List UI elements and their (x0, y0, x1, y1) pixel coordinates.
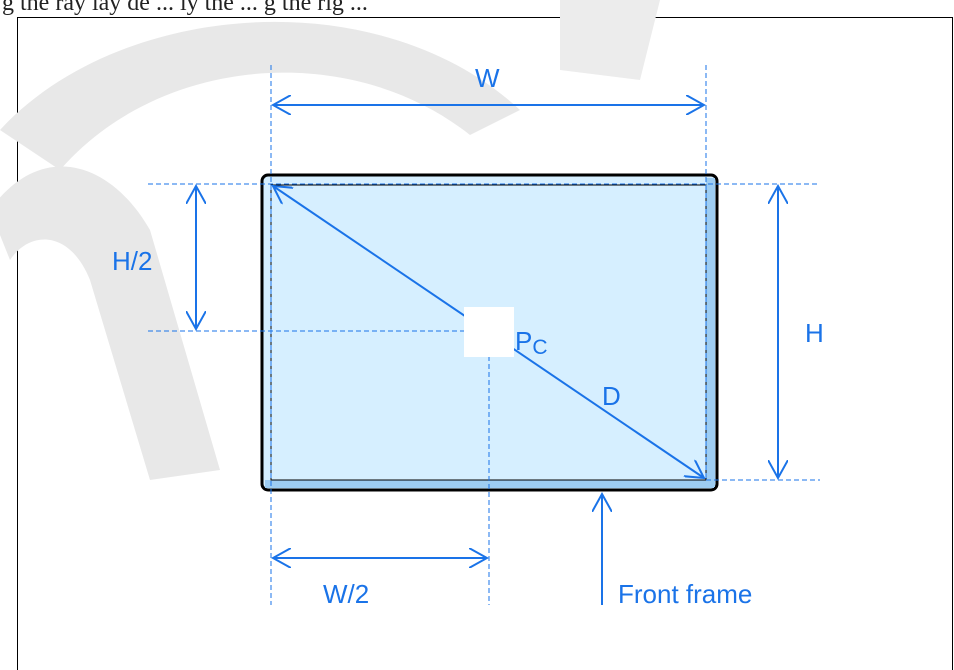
half-height-label: H/2 (112, 246, 152, 276)
center-point-subscript: C (532, 336, 547, 359)
panel-edge-strip (706, 178, 715, 487)
caption-cut-line: g the ray lay de ... ly the ... g the ri… (0, 0, 954, 24)
diagonal-label: D (602, 381, 621, 411)
caption-fragment: g the ray lay de ... ly the ... g the ri… (2, 0, 368, 16)
half-width-label: W/2 (323, 579, 369, 609)
figure-frame (17, 17, 953, 670)
front-frame-label: Front frame (618, 579, 752, 609)
center-point-marker (464, 307, 514, 357)
watermark-shape (0, 0, 660, 480)
width-label: W (475, 63, 500, 93)
center-point-main: P (515, 326, 532, 356)
height-label: H (805, 318, 824, 348)
center-point-label: PC (515, 326, 548, 359)
